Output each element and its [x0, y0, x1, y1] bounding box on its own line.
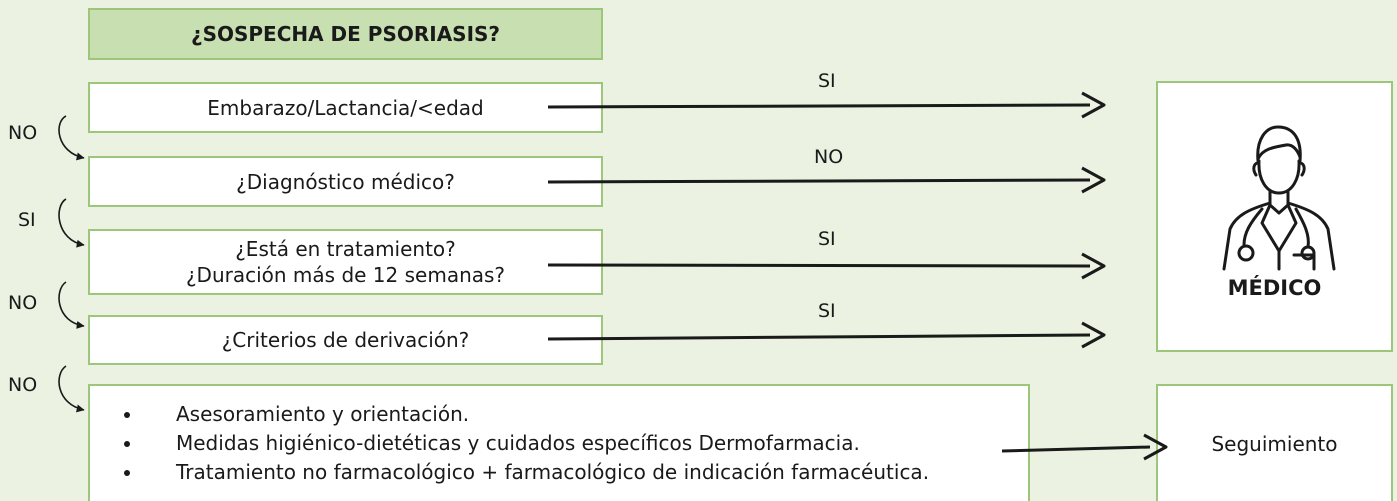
question-text: ¿Criterios de derivación? — [221, 328, 470, 352]
flowchart-title: ¿SOSPECHA DE PSORIASIS? — [190, 22, 501, 46]
branch-label: NO — [814, 146, 844, 168]
question-text: ¿Diagnóstico médico? — [236, 169, 455, 194]
question-text: ¿Está en tratamiento? — [235, 237, 456, 261]
bullet-icon — [124, 412, 130, 418]
side-connector — [58, 281, 85, 329]
arrow-followup — [1001, 433, 1168, 461]
question-box-diagnosis: ¿Diagnóstico médico? — [88, 156, 603, 207]
branch-label: SI — [818, 228, 836, 250]
side-connector — [58, 365, 85, 413]
arrow-pregnancy — [547, 91, 1106, 119]
side-connector — [58, 115, 85, 161]
branch-label: SI — [818, 300, 836, 322]
question-box-pregnancy: Embarazo/Lactancia/<edad — [88, 82, 603, 133]
title-box: ¿SOSPECHA DE PSORIASIS? — [88, 8, 603, 60]
side-label: SI — [18, 209, 36, 231]
doctor-label: MÉDICO — [1227, 276, 1322, 300]
doctor-box: MÉDICO — [1156, 81, 1393, 352]
branch-label: SI — [818, 70, 836, 92]
side-label: NO — [8, 292, 38, 314]
list-item: Asesoramiento y orientación. — [124, 400, 929, 429]
followup-label: Seguimiento — [1211, 431, 1338, 456]
arrow-diagnosis — [547, 166, 1106, 194]
question-text: ¿Duración más de 12 semanas? — [185, 263, 506, 287]
list-item: Tratamiento no farmacológico + farmacoló… — [124, 458, 929, 487]
bullet-icon — [124, 470, 130, 476]
question-box-referral: ¿Criterios de derivación? — [88, 315, 603, 365]
question-text: Embarazo/Lactancia/<edad — [207, 95, 484, 120]
list-item: Medidas higiénico-dietéticas y cuidados … — [124, 429, 929, 458]
doctor-icon — [1222, 125, 1336, 271]
side-connector — [58, 198, 85, 248]
followup-box: Seguimiento — [1156, 384, 1393, 501]
question-box-treatment: ¿Está en tratamiento? ¿Duración más de 1… — [88, 229, 603, 295]
recommendations-box: Asesoramiento y orientación. Medidas hig… — [88, 384, 1030, 501]
side-label: NO — [8, 122, 38, 144]
side-label: NO — [8, 374, 38, 396]
arrow-referral — [547, 321, 1106, 349]
arrow-treatment — [547, 252, 1106, 280]
bullet-icon — [124, 441, 130, 447]
